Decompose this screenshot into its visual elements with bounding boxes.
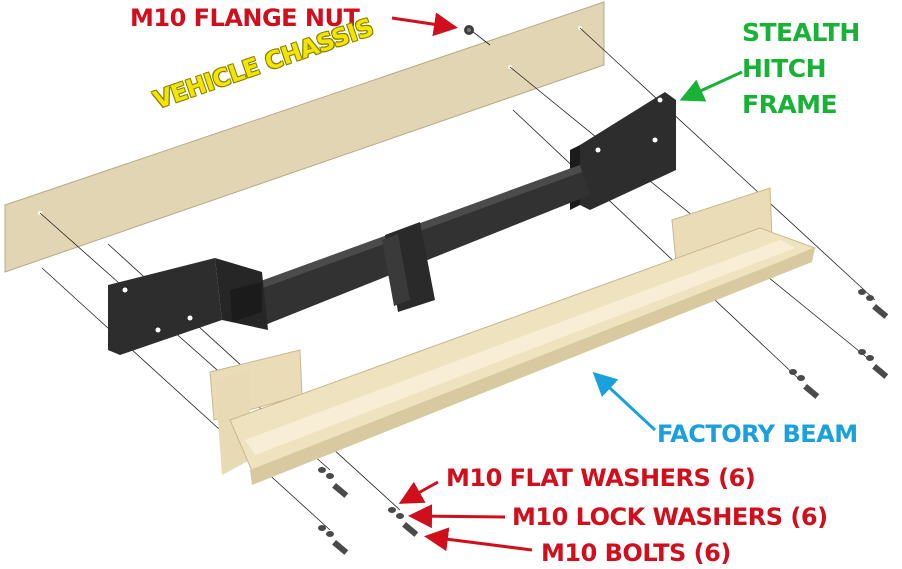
stealth-hitch-frame-label-line-1: STEALTH (742, 18, 860, 47)
callout-arrows (391, 12, 743, 552)
stealth-hitch-frame-label-line-3: FRAME (742, 90, 838, 119)
flange-nut-label: M10 FLANGE NUT (130, 4, 360, 32)
lock-washers-label: M10 LOCK WASHERS (6) (512, 503, 828, 531)
stealth-hitch-frame (108, 92, 676, 355)
bolts-label: M10 BOLTS (6) (541, 539, 731, 567)
flange-nut (464, 25, 474, 35)
stealth-hitch-frame-label-line-2: HITCH (742, 54, 827, 83)
factory-beam-label: FACTORY BEAM (657, 420, 858, 448)
flat-washers-label: M10 FLAT WASHERS (6) (446, 464, 756, 492)
factory-beam (209, 187, 817, 485)
washers-and-bolts (318, 289, 889, 555)
